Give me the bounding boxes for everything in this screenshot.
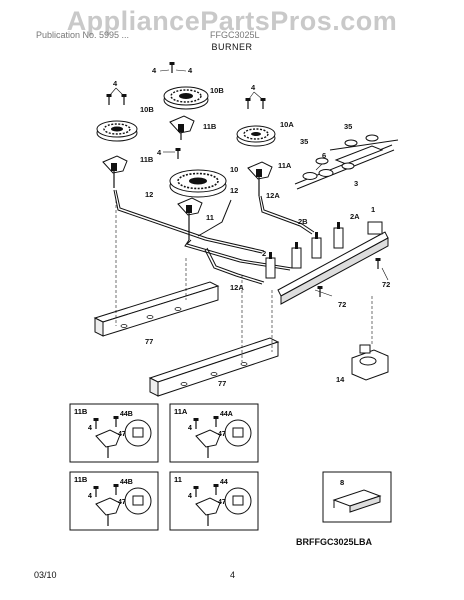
- callout-4: 4: [188, 66, 193, 75]
- manifold-screws: [314, 257, 389, 298]
- inset-label: 11: [174, 475, 182, 484]
- callout-77: 77: [218, 379, 226, 388]
- gas-tubes: [113, 189, 315, 285]
- publication-text: Publication No. 5995 ...: [36, 30, 130, 40]
- inset-11a: 11A 44A 47 4: [169, 403, 259, 463]
- inset-label: 11B: [74, 475, 88, 484]
- callout-4: 4: [157, 148, 162, 157]
- inset-screw-label: 44A: [220, 411, 233, 418]
- callouts: 4 4 4 4 4 10B 10B 10A 10 11B 11B 11A 11 …: [113, 66, 390, 388]
- callout-2: 2: [262, 249, 266, 258]
- holder-11b-left: [102, 155, 128, 188]
- manifold: [277, 231, 389, 305]
- callout-2b: 2B: [298, 217, 308, 226]
- inset-screw-label: 44B: [120, 411, 133, 418]
- model-code: BRFFGC3025LBA: [296, 537, 373, 547]
- burner-10b-top: [163, 86, 209, 110]
- valves: [265, 221, 383, 279]
- pressure-regulator: [351, 296, 389, 381]
- inset-screw-no: 4: [88, 493, 92, 500]
- callout-11b: 11B: [140, 155, 154, 164]
- callout-11a: 11A: [278, 161, 292, 170]
- callout-10a: 10A: [280, 120, 294, 129]
- callout-72: 72: [382, 280, 390, 289]
- inset-screw-no: 4: [188, 493, 192, 500]
- callout-4: 4: [113, 79, 118, 88]
- burner-10a: [236, 125, 276, 147]
- callout-35: 35: [300, 137, 308, 146]
- callout-12a: 12A: [266, 191, 280, 200]
- callout-12: 12: [230, 186, 238, 195]
- callout-12: 12: [145, 190, 153, 199]
- inset-11: 11 44 47 4: [169, 471, 259, 531]
- callout-72: 72: [338, 300, 346, 309]
- kit-box: 8: [322, 471, 392, 523]
- page-number: 4: [230, 570, 236, 580]
- callout-6: 6: [322, 151, 326, 160]
- callout-14: 14: [336, 375, 345, 384]
- holder-11: [177, 197, 203, 240]
- section-title: BURNER: [211, 42, 253, 52]
- callout-4: 4: [251, 83, 256, 92]
- spark-harness: [294, 134, 399, 190]
- burner-10b-left: [96, 120, 138, 142]
- screws-top-right: [244, 91, 267, 110]
- model-header-text: FFGC3025L: [210, 30, 260, 40]
- callout-11b: 11B: [203, 122, 217, 131]
- inset-washer-label: 47: [218, 431, 226, 438]
- inset-11b-top: 11B 44B 47 4: [69, 403, 159, 463]
- screws-top-left: [105, 87, 128, 106]
- screws-top-center: [159, 61, 187, 74]
- holder-11b-top: [169, 115, 195, 140]
- inset-screw-no: 4: [188, 425, 192, 432]
- callout-77: 77: [145, 337, 153, 346]
- footer-date: 03/10: [34, 570, 57, 580]
- screws-mid-left: [163, 147, 182, 160]
- callout-10b: 10B: [210, 86, 224, 95]
- inset-screw-no: 4: [88, 425, 92, 432]
- callout-3: 3: [354, 179, 358, 188]
- burner-10-large: [169, 169, 227, 198]
- inset-11b-bottom: 11B 44B 47 4: [69, 471, 159, 531]
- callout-2a: 2A: [350, 212, 360, 221]
- inset-screw-label: 44B: [120, 479, 133, 486]
- inset-label: 11A: [174, 407, 188, 416]
- inset-washer-label: 47: [118, 499, 126, 506]
- callout-12a: 12A: [230, 283, 244, 292]
- callout-11: 11: [206, 213, 214, 222]
- callout-35: 35: [344, 122, 352, 131]
- callout-10: 10: [230, 165, 238, 174]
- watermark: AppliancePartsPros.com: [66, 6, 398, 36]
- callout-4: 4: [152, 66, 157, 75]
- bracket-upper-77: [93, 200, 220, 337]
- callout-1: 1: [371, 205, 375, 214]
- inset-screw-label: 44: [220, 479, 228, 486]
- bracket-lower-77: [148, 275, 280, 397]
- inset-washer-label: 47: [218, 499, 226, 506]
- holder-11a: [247, 161, 273, 196]
- kit-label: 8: [340, 478, 344, 487]
- callout-10b: 10B: [140, 105, 154, 114]
- inset-label: 11B: [74, 407, 88, 416]
- inset-washer-label: 47: [118, 431, 126, 438]
